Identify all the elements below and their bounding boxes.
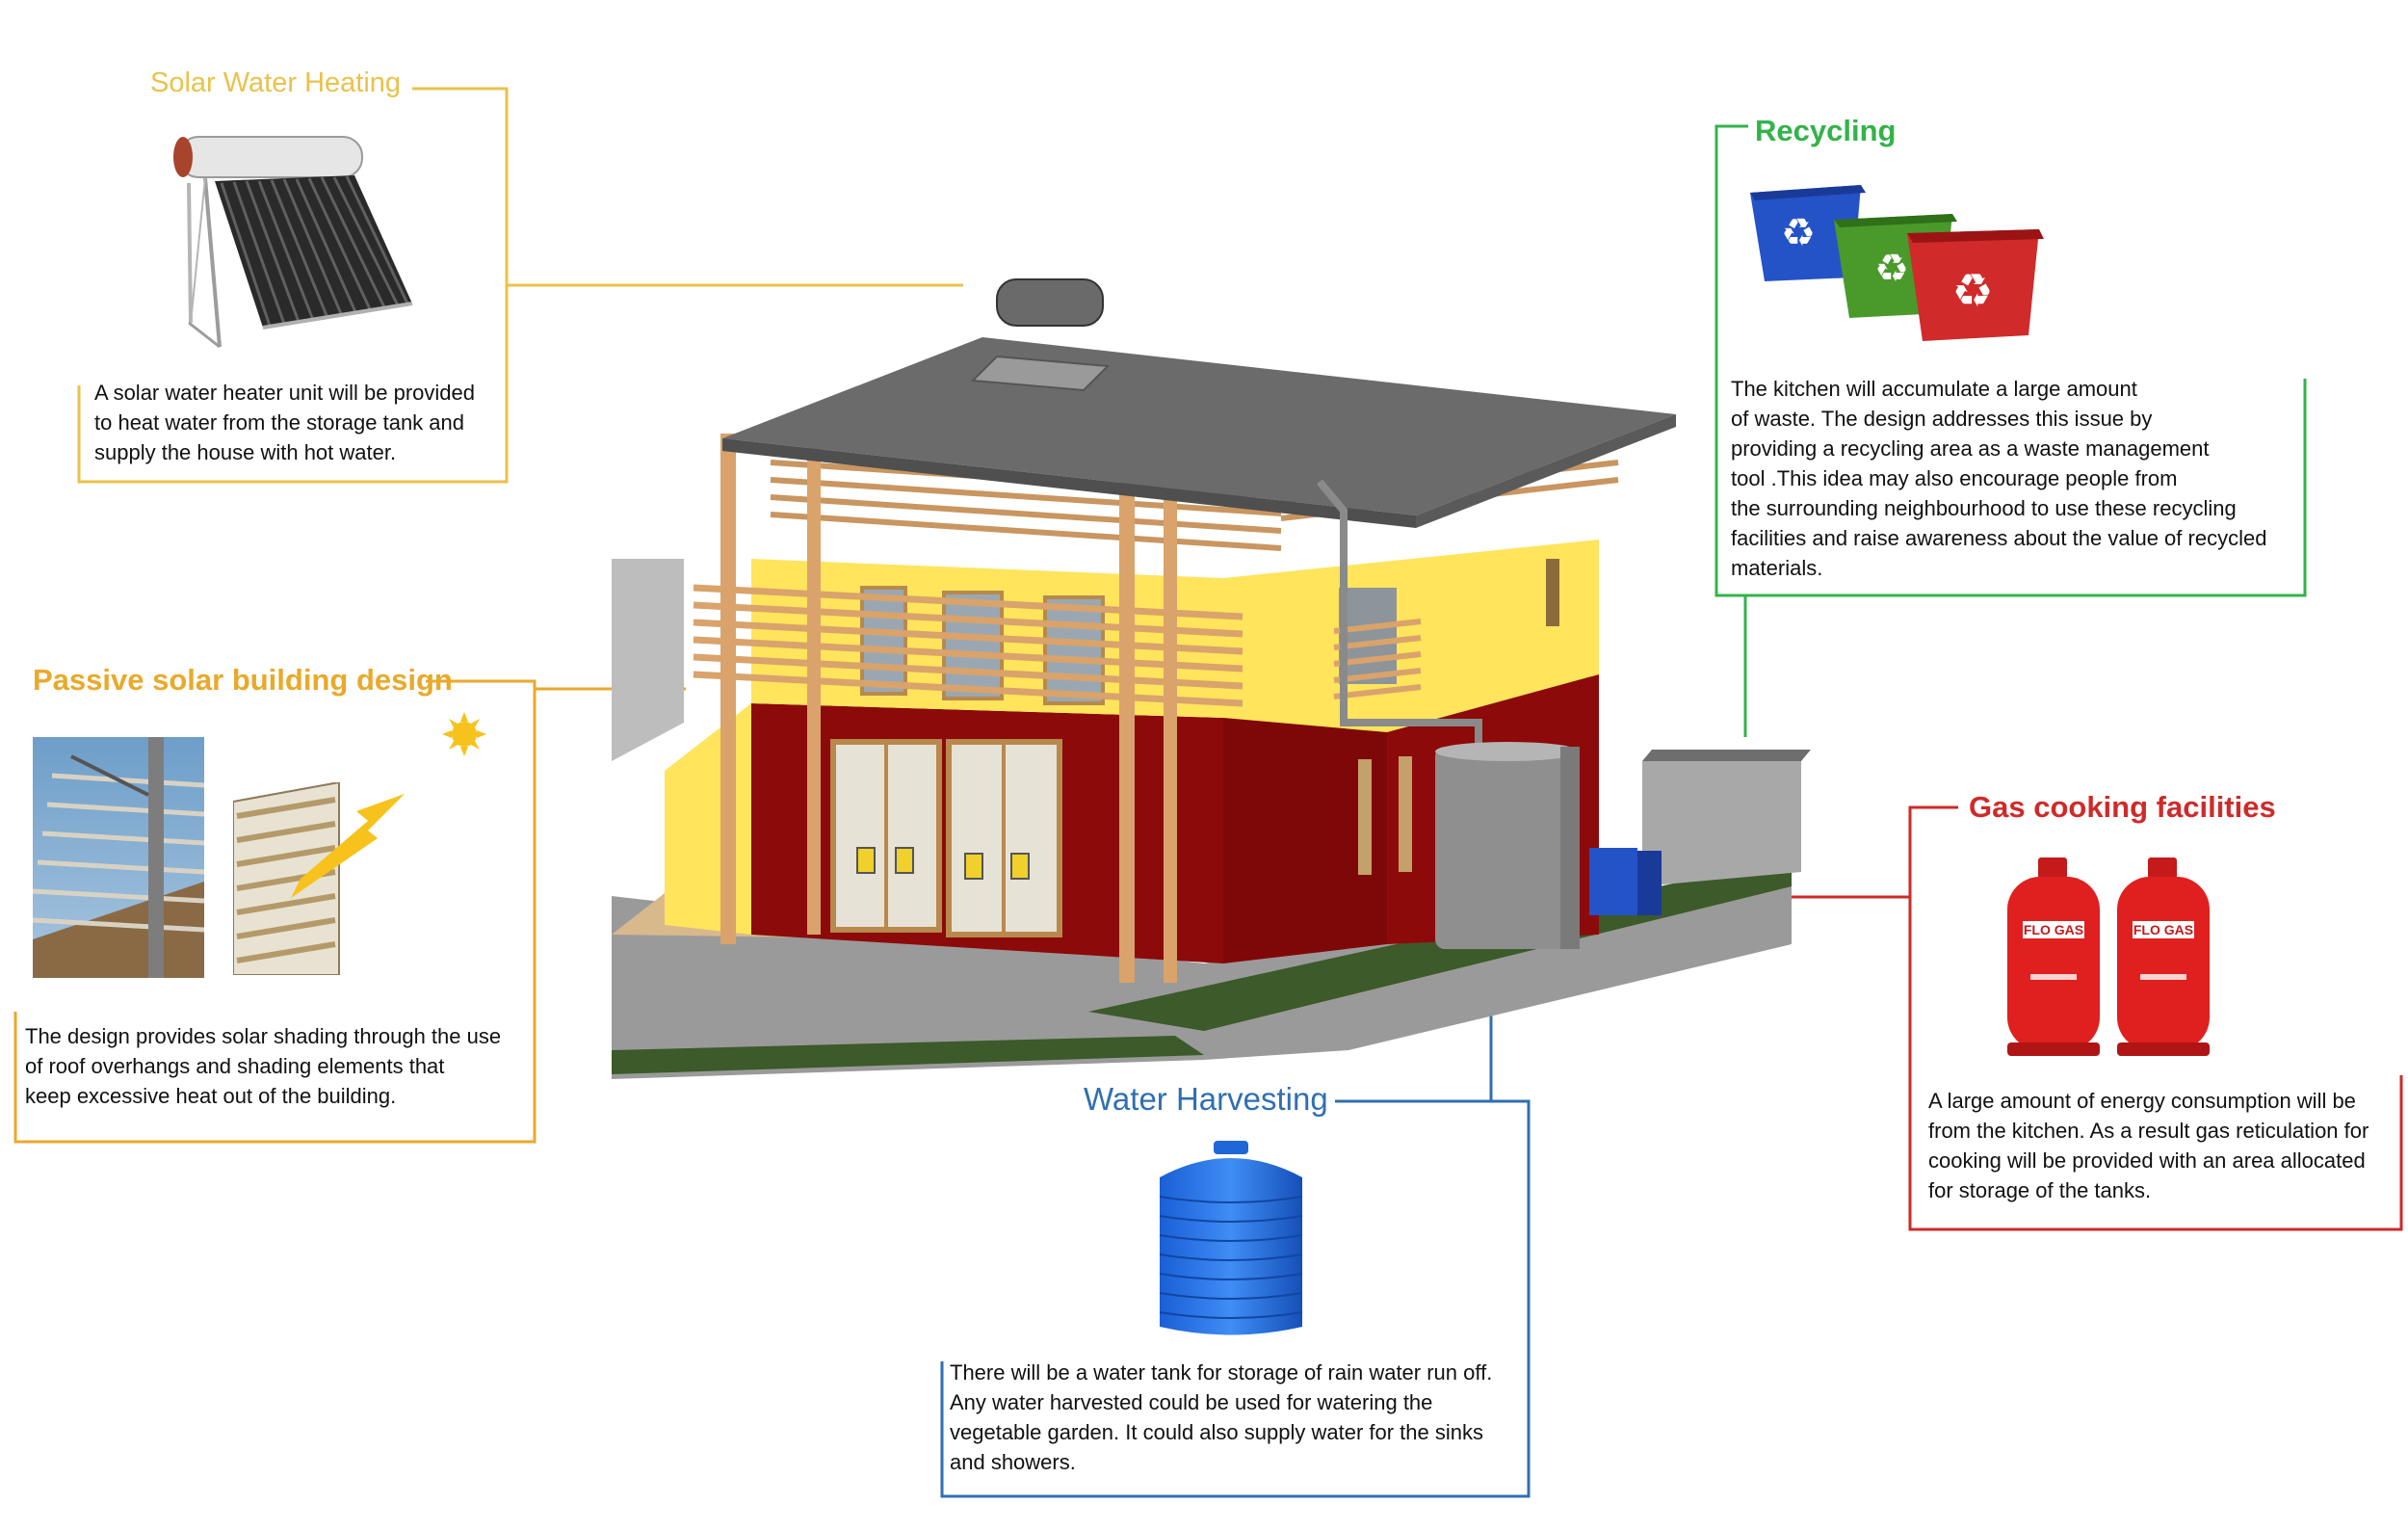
solar-water-heater-icon [173, 136, 413, 349]
gas-cylinder-icon: FLO GAS FLO GAS [2007, 857, 2210, 1056]
roof [722, 337, 1676, 515]
upper-side-wall [1223, 540, 1599, 732]
text-line: tool .This idea may also encourage peopl… [1731, 466, 2178, 490]
solar-water-title: Solar Water Heating [150, 67, 402, 98]
passive-connector [13, 679, 537, 1144]
svg-text:♻: ♻ [1874, 247, 1909, 291]
text-line: from the kitchen. As a result gas reticu… [1928, 1119, 2369, 1143]
grey-rain-tank [1435, 747, 1580, 949]
text-line: of roof overhangs and shading elements t… [25, 1054, 445, 1078]
roof-solar-tank [996, 278, 1104, 327]
text-line: and showers. [950, 1450, 1076, 1474]
text-line: The kitchen will accumulate a large amou… [1731, 377, 2137, 401]
text-line: cooking will be provided with an area al… [1928, 1148, 2366, 1173]
text-line: keep excessive heat out of the building. [25, 1084, 397, 1108]
text-line: materials. [1731, 556, 1823, 580]
text-line: vegetable garden. It could also supply w… [950, 1420, 1483, 1444]
solar-water-description: A solar water heater unit will be provid… [94, 378, 475, 467]
passive-solar-title: Passive solar building design [33, 663, 453, 697]
louvre-diagram-icon [233, 782, 405, 975]
text-line: the surrounding neighbourhood to use the… [1731, 496, 2237, 520]
house-illustration [612, 278, 1811, 1079]
text-line: A solar water heater unit will be provid… [94, 381, 475, 405]
garden-strip [612, 1036, 1204, 1074]
gas-connector [1908, 805, 2403, 1231]
outbuilding [1642, 761, 1801, 886]
timber-columns [720, 434, 1177, 983]
text-line: Any water harvested could be used for wa… [950, 1390, 1433, 1414]
text-line: for storage of the tanks. [1928, 1178, 2152, 1202]
water-tank-icon [1159, 1141, 1303, 1335]
text-line: providing a recycling area as a waste ma… [1731, 436, 2210, 461]
recycling-bins-icon: ♻ ♻ ♻ [1750, 185, 2044, 341]
blue-bins [1589, 848, 1637, 915]
text-line: to heat water from the storage tank and [94, 410, 465, 435]
side-louvres [1333, 619, 1422, 699]
neighbour-building [612, 559, 684, 761]
text-line: A large amount of energy consumption wil… [1928, 1089, 2356, 1113]
water-description: There will be a water tank for storage o… [950, 1358, 1492, 1477]
text-line: There will be a water tank for storage o… [950, 1360, 1493, 1385]
sun-icon [442, 712, 486, 756]
cylinder-label-1: FLO GAS [2024, 922, 2083, 937]
text-line: supply the house with hot water. [94, 440, 397, 464]
shading-photo-icon [33, 737, 204, 978]
svg-text:♻: ♻ [1781, 211, 1816, 255]
recycling-connector [1714, 124, 2307, 597]
cylinder-label-2: FLO GAS [2133, 922, 2193, 937]
stair-wall [665, 703, 751, 935]
svg-text:♻: ♻ [1951, 264, 1993, 318]
passive-solar-description: The design provides solar shading throug… [25, 1021, 501, 1111]
recycling-description: The kitchen will accumulate a large amou… [1731, 374, 2266, 583]
downpipe [1316, 479, 1482, 752]
text-line: of waste. The design addresses this issu… [1731, 407, 2153, 431]
gas-description: A large amount of energy consumption wil… [1928, 1086, 2369, 1205]
balcony-slats [693, 584, 1243, 707]
solar-connector [77, 87, 509, 484]
water-title: Water Harvesting [1084, 1081, 1328, 1117]
text-line: facilities and raise awareness about the… [1731, 526, 2267, 550]
recycling-title: Recycling [1755, 114, 1897, 147]
gas-title: Gas cooking facilities [1969, 790, 2276, 824]
text-line: The design provides solar shading throug… [25, 1024, 502, 1048]
water-connector [940, 1099, 1531, 1498]
